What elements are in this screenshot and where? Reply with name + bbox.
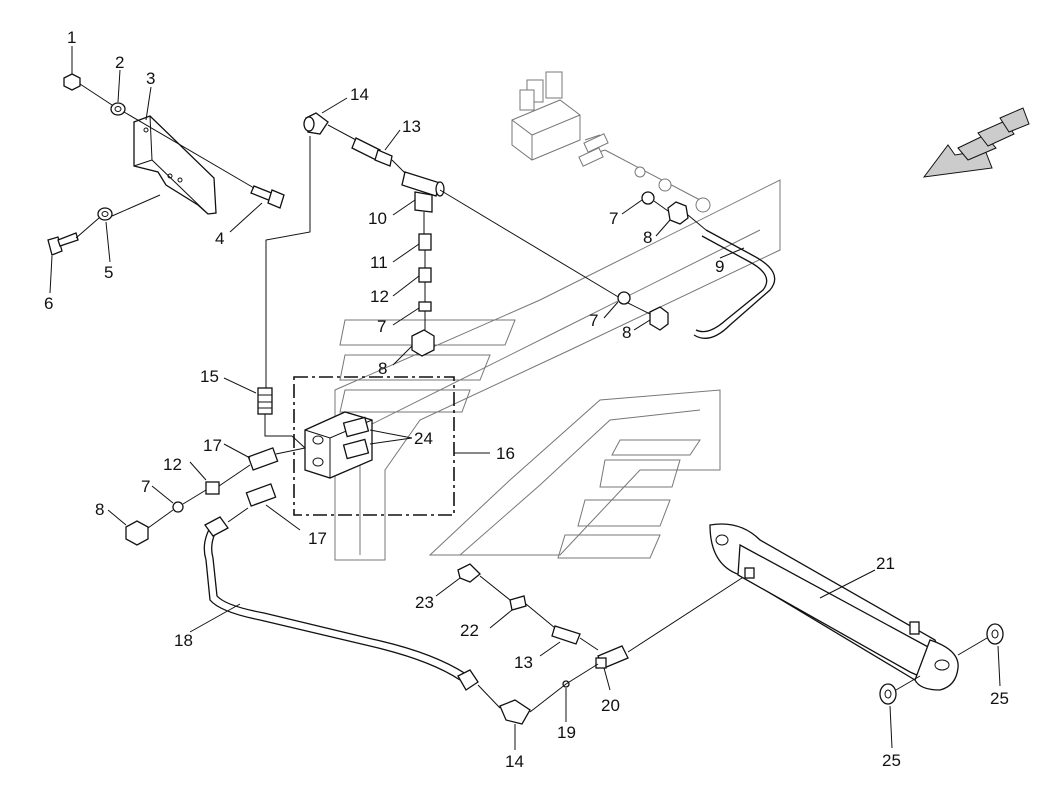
callout-6: 6 bbox=[44, 294, 53, 313]
sleeve-part-12-top bbox=[418, 267, 432, 283]
callout-9: 9 bbox=[715, 257, 724, 276]
nipple-part-11 bbox=[418, 233, 432, 251]
fitting-part-15 bbox=[257, 387, 273, 415]
washer-part-2 bbox=[110, 102, 126, 116]
nut-part-8-right-top bbox=[667, 201, 689, 225]
callout-12-top: 12 bbox=[370, 287, 389, 306]
hose-part-18 bbox=[203, 516, 479, 691]
callout-3: 3 bbox=[146, 69, 155, 88]
callout-15: 15 bbox=[200, 367, 219, 386]
nut-part-1 bbox=[63, 73, 81, 91]
tee-part-20 bbox=[595, 645, 629, 669]
control-valve-ghost bbox=[511, 71, 711, 213]
callout-7-right-top: 7 bbox=[609, 209, 618, 228]
callout-12-left: 12 bbox=[163, 455, 182, 474]
tee-part-10 bbox=[401, 171, 445, 213]
mounting-bracket bbox=[133, 115, 217, 215]
cylinder-part-21 bbox=[709, 523, 959, 691]
nut-part-8-right-bottom bbox=[649, 306, 669, 331]
callout-14-top: 14 bbox=[350, 85, 369, 104]
callout-13-bottom: 13 bbox=[514, 653, 533, 672]
fitting-part-17-upper bbox=[247, 447, 279, 471]
ring-part-7-left bbox=[172, 501, 184, 513]
callout-17-lower: 17 bbox=[308, 529, 327, 548]
adapter-part-13-bottom bbox=[551, 625, 581, 645]
ring-part-7-right-top bbox=[641, 191, 655, 205]
callout-8-right-top: 8 bbox=[643, 228, 652, 247]
callout-8-right-bottom: 8 bbox=[622, 323, 631, 342]
bolt-part-4 bbox=[250, 185, 285, 209]
callout-11: 11 bbox=[370, 253, 388, 272]
washer-part-25-left bbox=[879, 683, 897, 705]
callout-19: 19 bbox=[557, 723, 576, 742]
callout-10: 10 bbox=[368, 209, 387, 228]
leader-lines bbox=[49, 46, 1001, 750]
callout-22: 22 bbox=[460, 621, 479, 640]
fitting-part-17-lower bbox=[245, 483, 277, 507]
valve-block-part-16 bbox=[293, 376, 455, 516]
plug-part-23 bbox=[457, 563, 481, 583]
callout-7-top: 7 bbox=[377, 317, 386, 336]
callout-21: 21 bbox=[876, 554, 895, 573]
ring-part-7-top bbox=[418, 301, 432, 312]
washer-part-25-right bbox=[986, 623, 1004, 645]
callout-8-top: 8 bbox=[378, 359, 387, 378]
callout-17-upper: 17 bbox=[203, 436, 222, 455]
callout-5: 5 bbox=[104, 263, 113, 282]
bolt-part-6 bbox=[47, 232, 79, 256]
callout-7-right-bottom: 7 bbox=[589, 311, 598, 330]
callout-25-right: 25 bbox=[990, 689, 1009, 708]
callout-20: 20 bbox=[601, 696, 620, 715]
nipple-part-22 bbox=[509, 595, 527, 611]
callout-14-bottom: 14 bbox=[505, 752, 524, 771]
callout-16: 16 bbox=[496, 444, 515, 463]
callout-2: 2 bbox=[115, 53, 124, 72]
nut-part-8-top bbox=[411, 329, 435, 357]
nut-part-8-left bbox=[125, 520, 149, 546]
callout-7-left: 7 bbox=[141, 477, 150, 496]
sleeve-part-12-left bbox=[205, 481, 220, 495]
callout-8-left: 8 bbox=[95, 500, 104, 519]
washer-part-5 bbox=[97, 207, 113, 221]
elbow-part-14-top bbox=[303, 112, 329, 135]
callout-1: 1 bbox=[67, 28, 76, 47]
ring-part-7-right-bottom bbox=[617, 291, 631, 305]
callout-23: 23 bbox=[415, 593, 434, 612]
callout-24: 24 bbox=[414, 429, 433, 448]
callout-13-top: 13 bbox=[402, 117, 421, 136]
callout-18: 18 bbox=[174, 631, 193, 650]
watermark-logo bbox=[334, 179, 781, 561]
callout-labels: 1 2 3 4 5 6 7 7 7 7 8 8 8 8 9 10 11 12 1… bbox=[44, 28, 1009, 771]
direction-arrow-icon bbox=[922, 107, 1030, 178]
elbow-part-14-bottom bbox=[499, 699, 531, 725]
callout-4: 4 bbox=[215, 229, 224, 248]
tube-part-9 bbox=[693, 229, 776, 339]
adapter-part-13-top bbox=[351, 137, 393, 167]
callout-25-left: 25 bbox=[882, 751, 901, 770]
